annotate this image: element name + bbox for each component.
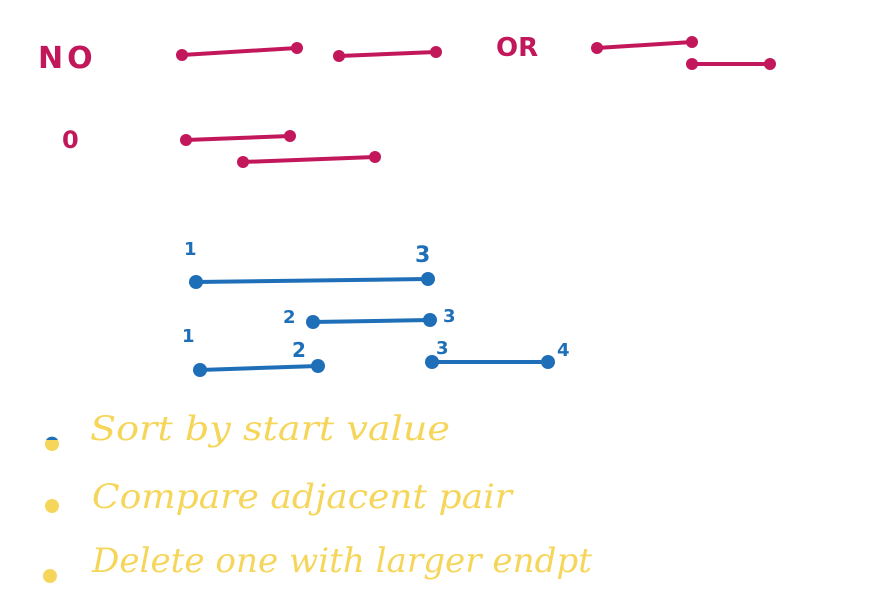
segment-no-right	[333, 46, 442, 62]
note-delete: Delete one with larger endpt	[91, 541, 592, 581]
segment-no-left	[176, 42, 303, 61]
interval-a-end: 3	[415, 243, 430, 268]
bullet-dot-1	[45, 436, 59, 451]
interval-b-start: 2	[283, 307, 296, 328]
interval-b-end: 3	[443, 306, 456, 327]
segment-or-upper	[591, 36, 698, 54]
label-no: NO	[38, 41, 97, 76]
interval-c-end: 2	[292, 338, 306, 362]
segment-zero-lower	[237, 151, 381, 168]
bullet-dot-3	[43, 569, 57, 583]
note-sort: Sort by start value	[90, 409, 450, 449]
interval-c-start: 1	[182, 326, 195, 347]
interval-a-start: 1	[184, 239, 197, 260]
interval-d-start: 3	[436, 338, 449, 359]
interval-c	[193, 359, 325, 377]
interval-a	[189, 272, 435, 289]
interval-b	[306, 313, 437, 329]
note-compare: Compare adjacent pair	[92, 477, 514, 517]
label-zero: 0	[62, 126, 79, 154]
label-or: OR	[496, 33, 538, 63]
segment-zero-upper	[180, 130, 296, 146]
bullet-dot-2	[45, 499, 59, 513]
segment-or-lower	[686, 58, 776, 70]
interval-d	[425, 355, 555, 369]
interval-d-end: 4	[557, 340, 570, 361]
